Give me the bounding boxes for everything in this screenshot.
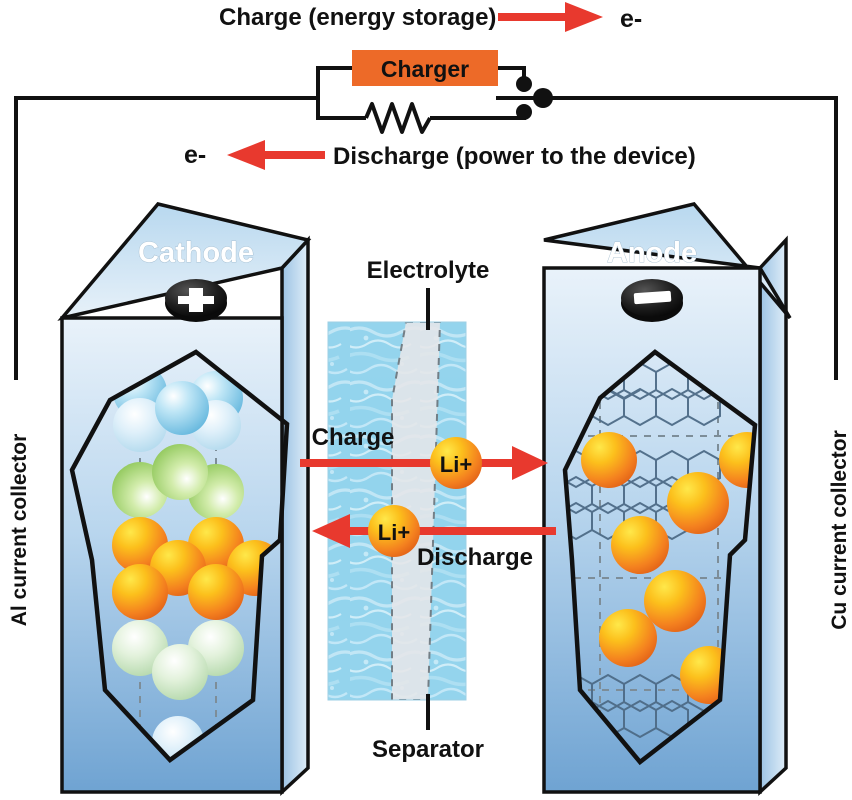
charger-label: Charger — [381, 56, 469, 82]
anode-polarity-icon — [621, 279, 683, 322]
discharge-flow-label: Discharge (power to the device) — [333, 143, 696, 170]
cathode-polarity-icon — [165, 279, 227, 322]
anode-lithium-spheres — [581, 432, 755, 704]
li-ion-discharge-label: Li+ — [378, 520, 410, 545]
lattice-layer-green-lower — [112, 620, 244, 700]
cu-current-collector-label: Cu current collector — [828, 430, 851, 630]
wire-right — [556, 96, 838, 380]
li-ion-discharge: Li+ — [368, 505, 420, 557]
discharge-flow-arrow — [227, 140, 325, 170]
al-current-collector: Al current collector — [8, 434, 31, 627]
resistor-zigzag — [364, 102, 432, 134]
wire-left — [14, 96, 318, 380]
cathode-label: Cathode — [138, 237, 254, 269]
anode-graphite-structure — [565, 360, 755, 762]
electrolyte-label: Electrolyte — [367, 257, 490, 284]
li-ion-charge: Li+ — [430, 437, 482, 489]
ion-charge-label: Charge — [312, 424, 395, 451]
switch-contact-top[interactable] — [516, 76, 532, 92]
cathode-crystal-outline — [69, 349, 290, 763]
charge-flow-arrow — [498, 2, 603, 32]
anode-structure-outline — [562, 349, 758, 766]
charger-box[interactable]: Charger — [352, 50, 498, 86]
circuit-switch[interactable] — [516, 76, 553, 120]
cathode-box[interactable]: Cathode — [57, 202, 312, 796]
ion-discharge-label: Discharge — [417, 544, 533, 571]
lattice-layer-lithium — [112, 517, 283, 620]
switch-pivot[interactable] — [533, 88, 553, 108]
cu-current-collector: Cu current collector — [828, 430, 851, 630]
anode-label: Anode — [607, 237, 697, 269]
switch-contact-bottom[interactable] — [516, 104, 532, 120]
anode-box[interactable]: Anode — [542, 202, 792, 796]
lattice-layer-green-upper — [112, 444, 244, 520]
charge-electron-label: e- — [620, 5, 642, 33]
al-current-collector-label: Al current collector — [8, 434, 31, 627]
wire-charger-left — [316, 66, 356, 98]
separator-label: Separator — [372, 736, 484, 763]
discharge-electron-label: e- — [184, 141, 206, 169]
li-ion-charge-label: Li+ — [440, 452, 472, 477]
charge-flow-label: Charge (energy storage) — [219, 4, 496, 31]
wire-resistor-left — [316, 98, 366, 120]
separator-sheet — [391, 322, 442, 700]
